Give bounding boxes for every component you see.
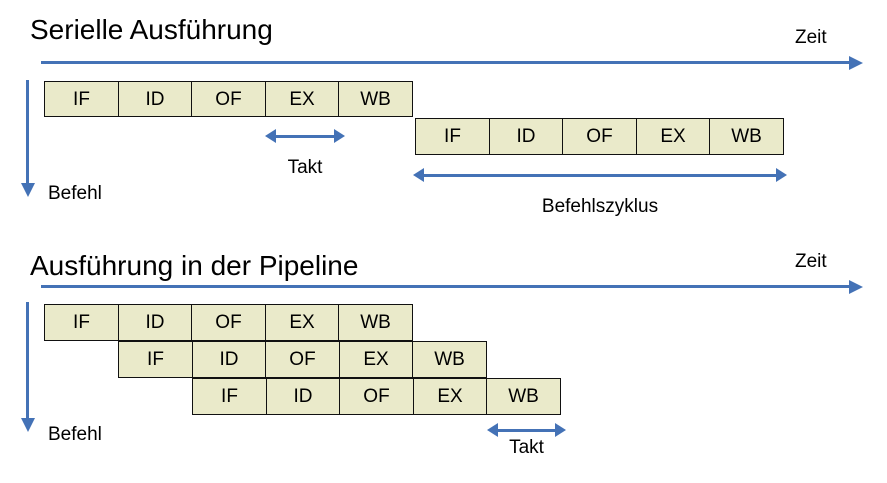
arrow-bar: [496, 429, 557, 432]
pipeline-section-title: Ausführung in der Pipeline: [30, 250, 359, 281]
arrow-head-right: [555, 423, 566, 437]
serial-instruction-axis-label: Befehl: [48, 183, 102, 204]
stage-cell: OF: [191, 81, 266, 117]
serial-instruction-row-1: IF ID OF EX WB: [44, 81, 413, 117]
stage-cell: WB: [486, 378, 561, 415]
serial-befehlszyklus-label: Befehlszyklus: [541, 196, 659, 217]
pipeline-takt-measure-arrow: [487, 423, 566, 437]
stage-cell: WB: [338, 81, 413, 117]
serial-befehlszyklus-measure-arrow: [413, 168, 787, 182]
pipeline-instruction-axis-label: Befehl: [48, 424, 102, 445]
serial-takt-label: Takt: [287, 157, 323, 178]
stage-cell: OF: [191, 304, 266, 341]
stage-cell: IF: [44, 81, 119, 117]
serial-section-title: Serielle Ausführung: [30, 14, 273, 45]
stage-cell: ID: [117, 304, 193, 341]
serial-takt-measure-arrow: [265, 129, 345, 143]
pipeline-time-axis-arrowhead: [849, 279, 863, 294]
stage-cell: WB: [338, 304, 413, 341]
pipeline-takt-label: Takt: [509, 437, 544, 458]
arrow-head-left: [413, 168, 424, 182]
stage-cell: EX: [635, 118, 711, 155]
serial-instruction-row-2: IF ID OF EX WB: [415, 118, 784, 155]
stage-cell: WB: [709, 118, 784, 155]
pipeline-instruction-row-1: IF ID OF EX WB: [44, 304, 413, 341]
stage-cell: ID: [265, 378, 341, 415]
serial-instruction-axis-line: [26, 80, 29, 185]
stage-cell: ID: [191, 341, 267, 378]
arrow-head-left: [487, 423, 498, 437]
serial-time-axis-line: [41, 61, 849, 64]
pipeline-time-axis-label: Zeit: [795, 251, 827, 272]
stage-cell: WB: [412, 341, 487, 378]
stage-cell: OF: [265, 341, 340, 378]
serial-time-axis-label: Zeit: [795, 27, 827, 48]
stage-cell: IF: [192, 378, 267, 415]
stage-cell: OF: [339, 378, 414, 415]
pipeline-instruction-axis-arrowhead: [20, 418, 35, 432]
stage-cell: IF: [118, 341, 193, 378]
stage-cell: OF: [562, 118, 637, 155]
pipeline-instruction-row-3: IF ID OF EX WB: [192, 378, 561, 415]
stage-cell: EX: [412, 378, 488, 415]
serial-time-axis-arrowhead: [849, 55, 863, 70]
stage-cell: ID: [117, 81, 193, 117]
stage-cell: EX: [264, 304, 340, 341]
serial-instruction-axis-arrowhead: [20, 183, 35, 197]
arrow-bar: [422, 174, 778, 177]
stage-cell: IF: [44, 304, 119, 341]
pipeline-time-axis-line: [41, 285, 849, 288]
pipeline-instruction-axis-line: [26, 302, 29, 420]
pipeline-instruction-row-2: IF ID OF EX WB: [118, 341, 487, 378]
arrow-head-right: [334, 129, 345, 143]
arrow-bar: [274, 135, 336, 138]
stage-cell: EX: [264, 81, 340, 117]
stage-cell: IF: [415, 118, 490, 155]
arrow-head-right: [776, 168, 787, 182]
arrow-head-left: [265, 129, 276, 143]
stage-cell: EX: [338, 341, 414, 378]
stage-cell: ID: [488, 118, 564, 155]
